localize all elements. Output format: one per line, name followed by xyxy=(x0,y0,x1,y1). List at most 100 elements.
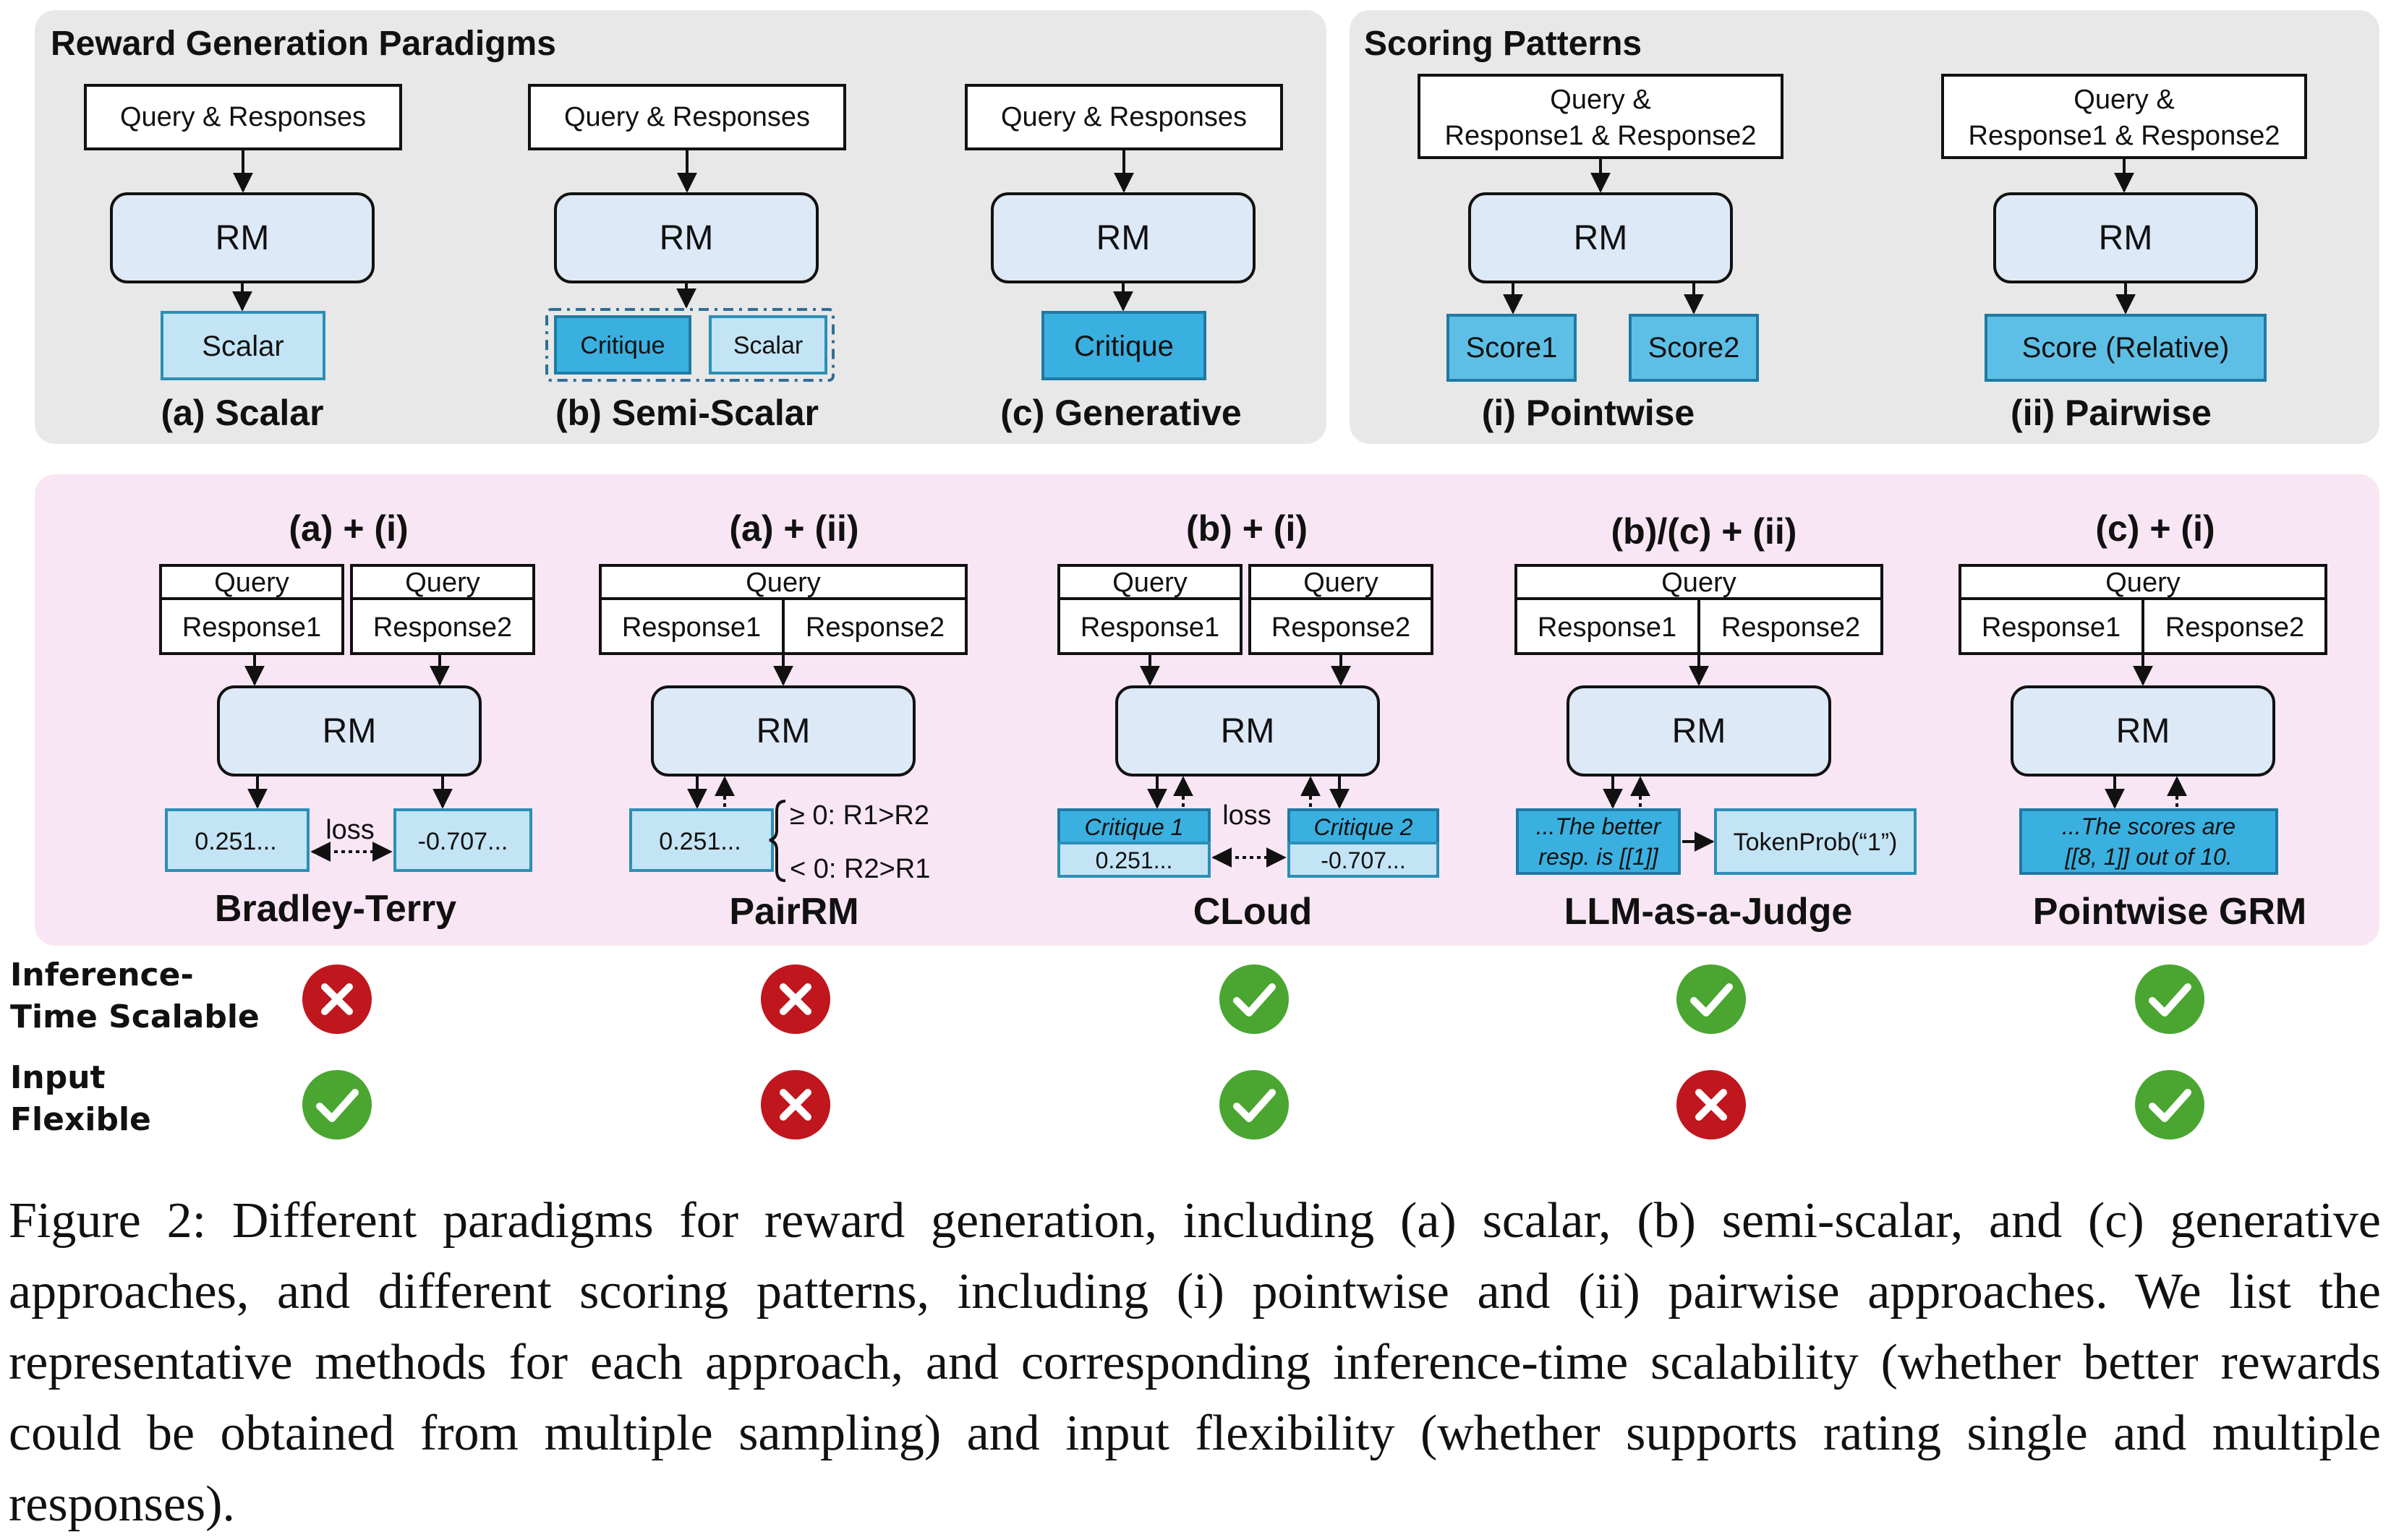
critique-line1: ...The scores are xyxy=(2062,813,2236,839)
check-icon-input-flexible-3 xyxy=(1219,1070,1289,1139)
scalar-output xyxy=(161,311,325,380)
response2-label: Response2 xyxy=(1721,612,1860,643)
method-header: (c) + (i) xyxy=(2095,508,2215,549)
critique-output-label: Critique xyxy=(1074,330,1174,362)
input-box xyxy=(965,84,1283,150)
rule2: < 0: R2>R1 xyxy=(790,854,930,884)
paradigm-label-b: (b) Semi-Scalar xyxy=(555,393,819,433)
cross-icon-input-flexible-2 xyxy=(761,1070,830,1139)
semi-scalar-group xyxy=(545,308,835,382)
method-pointwise-grm: (c) + (i) Query Response1 Response2 RM .… xyxy=(1959,508,2327,933)
rm-label: RM xyxy=(660,219,714,257)
rm-label: RM xyxy=(1221,712,1275,750)
scoring-label-i: (i) Pointwise xyxy=(1482,393,1695,433)
value1: 0.251... xyxy=(659,828,741,855)
method-name: Pointwise GRM xyxy=(2033,891,2306,933)
input-box xyxy=(528,84,846,150)
scalar-output xyxy=(709,315,827,375)
critique2: Critique 2 xyxy=(1314,814,1413,840)
rm-label: RM xyxy=(1574,219,1628,257)
rm-box xyxy=(651,685,916,777)
scalar-output-label: Scalar xyxy=(202,330,284,362)
response1-label: Response1 xyxy=(182,612,321,643)
cross-icon-input-flexible-4 xyxy=(1676,1070,1746,1139)
scoring-pointwise: Query & Response1 & Response2 RM Score1 … xyxy=(1418,74,1783,433)
input-line2: Response1 & Response2 xyxy=(1969,121,2280,151)
cross-icon-inference-time-scalable-1 xyxy=(302,964,372,1034)
input-box xyxy=(1941,74,2307,159)
rm-box xyxy=(1115,685,1380,777)
response1-label: Response1 xyxy=(1982,612,2121,643)
response2-label: Response2 xyxy=(806,612,945,643)
score-relative-label: Score (Relative) xyxy=(2022,332,2230,364)
rule1: ≥ 0: R1>R2 xyxy=(790,800,929,831)
cross-icon-inference-time-scalable-2 xyxy=(761,964,830,1034)
paradigm-label-a: (a) Scalar xyxy=(161,393,323,433)
rm-label: RM xyxy=(2116,712,2170,750)
value1: 0.251... xyxy=(195,828,276,855)
figure-diagram: Reward Generation Paradigms Scoring Patt… xyxy=(35,10,2379,946)
rm-label: RM xyxy=(216,219,270,257)
query-label: Query xyxy=(405,568,480,598)
method-pairrm: (a) + (ii) Query Response1 Response2 RM … xyxy=(599,508,968,933)
input-line1: Query & xyxy=(1550,85,1650,115)
rm-label: RM xyxy=(756,712,811,750)
method-header: (b)/(c) + (ii) xyxy=(1611,511,1797,552)
input-line2: Response1 & Response2 xyxy=(1445,121,1757,151)
rm-box xyxy=(1567,685,1831,777)
check-icon-input-flexible-5 xyxy=(2135,1070,2204,1139)
check-icon-inference-time-scalable-5 xyxy=(2135,964,2204,1034)
input-label-line1: Input xyxy=(10,1059,106,1096)
critique-output xyxy=(1041,311,1206,380)
method-name: PairRM xyxy=(729,891,858,933)
input-box xyxy=(1418,74,1783,159)
score1-output xyxy=(1446,314,1577,382)
critique-output xyxy=(554,315,691,375)
rm-label: RM xyxy=(1096,219,1151,257)
score2-label: Score2 xyxy=(1648,332,1740,364)
rm-box xyxy=(217,685,482,777)
critique-line2: [[8, 1]] out of 10. xyxy=(2064,844,2232,870)
critique-line1: ...The better xyxy=(1536,813,1662,839)
check-icon-input-flexible-1 xyxy=(302,1070,372,1139)
method-cloud: (b) + (i) Query Response1 Query Response… xyxy=(1057,508,1439,933)
method-name: CLoud xyxy=(1193,891,1313,933)
value1: 0.251... xyxy=(1096,847,1173,873)
rm-label: RM xyxy=(1672,712,1726,750)
input-label-line2: Flexible xyxy=(10,1101,151,1138)
method-bradley-terry: (a) + (i) Query Response1 Query Response… xyxy=(159,508,535,930)
input-flexible-label: Input Flexible xyxy=(10,1057,151,1141)
paradigm-generative: Query & Responses RM Critique (c) Genera… xyxy=(965,84,1283,433)
inference-label-line2: Time Scalable xyxy=(10,998,260,1035)
rm-box xyxy=(1468,192,1733,283)
check-icon-inference-time-scalable-4 xyxy=(1676,964,1746,1034)
method-llm-as-a-judge: (b)/(c) + (ii) Query Response1 Response2… xyxy=(1514,511,1917,933)
input-line1: Query & xyxy=(2074,85,2174,115)
score2-output xyxy=(1629,314,1759,382)
query-label: Query xyxy=(1661,568,1736,598)
query-label: Query xyxy=(1112,568,1187,598)
score1-label: Score1 xyxy=(1466,332,1558,364)
method-name: Bradley-Terry xyxy=(215,888,456,930)
rm-label: RM xyxy=(323,712,377,750)
response2-label: Response2 xyxy=(373,612,512,643)
loss-label: loss xyxy=(1222,800,1271,831)
response1-label: Response1 xyxy=(1081,612,1219,643)
response2-label: Response2 xyxy=(2165,612,2304,643)
response1-label: Response1 xyxy=(622,612,761,643)
method-header: (b) + (i) xyxy=(1186,508,1308,549)
method-header: (a) + (i) xyxy=(289,508,408,549)
query-label: Query xyxy=(2105,568,2180,598)
input-label: Query & Responses xyxy=(564,102,810,132)
query-label: Query xyxy=(746,568,820,598)
critique1: Critique 1 xyxy=(1085,814,1184,840)
method-header: (a) + (ii) xyxy=(729,508,858,549)
paradigm-semi-scalar: Query & Responses RM Critique Scalar (b)… xyxy=(528,84,846,433)
rm-label: RM xyxy=(2099,219,2153,257)
inference-time-scalable-label: Inference- Time Scalable xyxy=(10,954,260,1038)
input-label: Query & Responses xyxy=(120,102,366,132)
property-marks xyxy=(302,964,2204,1139)
score-relative-output xyxy=(1985,314,2267,382)
critique-line2: resp. is [[1]] xyxy=(1538,844,1659,870)
response1-label: Response1 xyxy=(1538,612,1676,643)
